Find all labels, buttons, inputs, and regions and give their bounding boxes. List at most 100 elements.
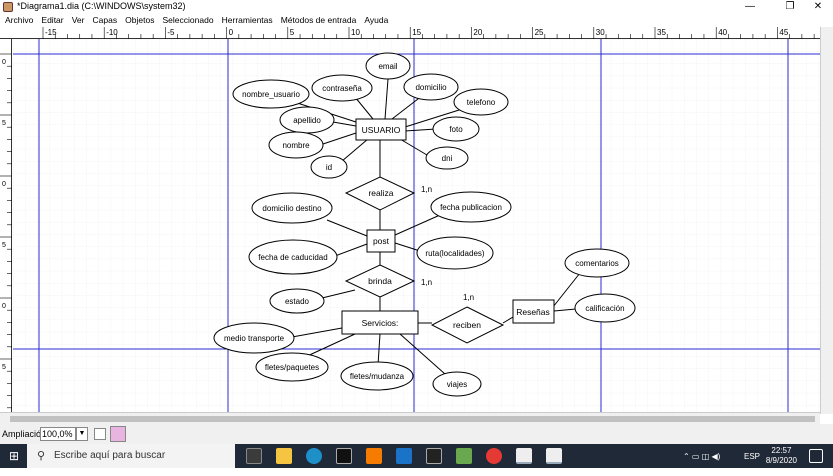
zoom-input[interactable]: 100,0% — [40, 427, 76, 441]
close-button[interactable]: ✕ — [813, 1, 823, 12]
attribute-contrasena[interactable]: contraseña — [311, 74, 373, 102]
vscode-icon[interactable] — [396, 448, 412, 464]
menu-seleccionado[interactable]: Seleccionado — [162, 15, 214, 25]
dia-taskbar-icon[interactable] — [516, 448, 532, 464]
status-bar: Ampliación 100,0% ▼ — [0, 424, 833, 444]
attribute-viajes[interactable]: viajes — [432, 371, 482, 397]
cardinality-label: 1,n — [421, 185, 432, 194]
attribute-medio-transporte[interactable]: medio transporte — [213, 322, 295, 354]
snap-grid-toggle[interactable] — [94, 428, 106, 440]
attribute-apellido[interactable]: apellido — [279, 106, 335, 134]
sublime-text-icon[interactable] — [366, 448, 382, 464]
attribute-label: id — [326, 163, 332, 172]
ruler-label: -10 — [106, 28, 118, 37]
entity-resenas[interactable]: Reseñas — [512, 299, 555, 324]
chrome-icon[interactable] — [486, 448, 502, 464]
relationship-realiza[interactable]: realiza 1,n — [344, 176, 432, 211]
attribute-nombre[interactable]: nombre — [268, 131, 324, 159]
attribute-label: viajes — [447, 380, 467, 389]
ruler-label: 45 — [779, 28, 788, 37]
ruler-label: 20 — [473, 28, 482, 37]
attribute-fecha-caducidad[interactable]: fecha de caducidad — [248, 239, 338, 275]
horizontal-scrollbar[interactable] — [0, 412, 820, 424]
attribute-nombre-usuario[interactable]: nombre_usuario — [232, 79, 310, 109]
taskbar: ⊞ ⚲ Escribe aquí para buscar ⌃ ▭ ◫ ◀) ES… — [0, 444, 833, 468]
edge-browser-icon[interactable] — [306, 448, 322, 464]
file-explorer-icon[interactable] — [276, 448, 292, 464]
menu-ver[interactable]: Ver — [71, 15, 85, 25]
menu-objetos[interactable]: Objetos — [125, 15, 155, 25]
clock-time: 22:57 — [771, 446, 792, 455]
relationship-label: brinda — [368, 276, 392, 286]
entity-label: post — [373, 236, 390, 246]
attribute-label: fletes/paquetes — [265, 363, 319, 372]
ruler-label: 0 — [2, 303, 6, 310]
menu-herramientas[interactable]: Herramientas — [221, 15, 273, 25]
ruler-label: 25 — [535, 28, 544, 37]
relationship-reciben[interactable]: reciben 1,n — [430, 293, 505, 344]
attribute-label: dni — [442, 154, 453, 163]
attribute-estado[interactable]: estado — [269, 288, 325, 314]
attribute-domicilio[interactable]: domicilio — [403, 73, 459, 101]
mainpoint-magnet-toggle[interactable] — [110, 426, 126, 442]
ruler-label: 0 — [2, 181, 6, 188]
menu-capas[interactable]: Capas — [92, 15, 118, 25]
minimize-button[interactable]: — — [745, 1, 755, 12]
diagram-canvas[interactable]: USUARIO post Servicios: Reseñas realiza … — [0, 27, 833, 412]
menu-bar: Archivo Editar Ver Capas Objetos Selecci… — [0, 14, 833, 27]
zoom-dropdown-icon[interactable]: ▼ — [76, 427, 88, 441]
relationship-label: reciben — [453, 320, 481, 330]
attribute-label: comentarios — [575, 259, 619, 268]
entity-label: USUARIO — [362, 125, 401, 135]
taskbar-search[interactable]: ⚲ Escribe aquí para buscar — [27, 444, 235, 468]
attribute-label: fletes/mudanza — [350, 372, 405, 381]
clock[interactable]: 22:57 8/9/2020 — [766, 446, 797, 466]
dia-app-icon — [3, 2, 13, 12]
maximize-button[interactable]: ❐ — [785, 1, 795, 12]
vertical-scrollbar[interactable] — [820, 27, 833, 414]
attribute-id[interactable]: id — [310, 155, 348, 179]
menu-metodos-entrada[interactable]: Métodos de entrada — [280, 15, 357, 25]
attribute-telefono[interactable]: telefono — [453, 88, 509, 116]
attribute-email[interactable]: email — [365, 52, 411, 80]
notification-icon[interactable] — [809, 449, 823, 463]
scrollbar-thumb[interactable] — [10, 416, 815, 422]
attribute-domicilio-destino[interactable]: domicilio destino — [251, 192, 333, 224]
attribute-label: nombre — [282, 141, 310, 150]
attribute-comentarios[interactable]: comentarios — [564, 248, 630, 278]
attribute-label: fecha de caducidad — [258, 253, 327, 262]
attribute-dni[interactable]: dni — [425, 146, 469, 170]
cardinality-label: 1,n — [463, 293, 474, 302]
menu-archivo[interactable]: Archivo — [5, 15, 34, 25]
console-icon[interactable] — [426, 448, 442, 464]
attribute-fletes-paquetes[interactable]: fletes/paquetes — [255, 352, 329, 382]
attribute-ruta[interactable]: ruta(localidades) — [416, 236, 494, 270]
tray-icons[interactable]: ⌃ ▭ ◫ ◀) — [683, 452, 721, 461]
attribute-fecha-publicacion[interactable]: fecha publicacion — [430, 191, 512, 223]
ruler-label: 35 — [657, 28, 666, 37]
window-title: *Diagrama1.dia (C:\WINDOWS\system32) — [17, 1, 186, 11]
entity-post[interactable]: post — [366, 229, 396, 253]
entity-usuario[interactable]: USUARIO — [355, 118, 407, 141]
attribute-label: calificación — [585, 304, 624, 313]
ruler-label: 5 — [290, 28, 295, 37]
dia-diagram-taskbar-icon[interactable] — [546, 448, 562, 464]
entity-servicios[interactable]: Servicios: — [341, 310, 419, 335]
attribute-foto[interactable]: foto — [432, 116, 480, 142]
menu-editar[interactable]: Editar — [41, 15, 64, 25]
attribute-label: fecha publicacion — [440, 203, 502, 212]
attribute-fletes-mudanza[interactable]: fletes/mudanza — [340, 361, 414, 391]
diagram-svg: USUARIO post Servicios: Reseñas realiza … — [13, 39, 820, 412]
relationship-brinda[interactable]: brinda 1,n — [344, 264, 432, 298]
terminal-icon[interactable] — [336, 448, 352, 464]
menu-ayuda[interactable]: Ayuda — [364, 15, 389, 25]
app-icon[interactable] — [456, 448, 472, 464]
ruler-label: -5 — [167, 28, 175, 37]
attribute-label: foto — [449, 125, 463, 134]
windows-start-icon[interactable]: ⊞ — [9, 449, 20, 463]
task-view-icon[interactable] — [246, 448, 262, 464]
attribute-calificacion[interactable]: calificación — [574, 293, 636, 323]
language-indicator[interactable]: ESP — [744, 452, 761, 461]
